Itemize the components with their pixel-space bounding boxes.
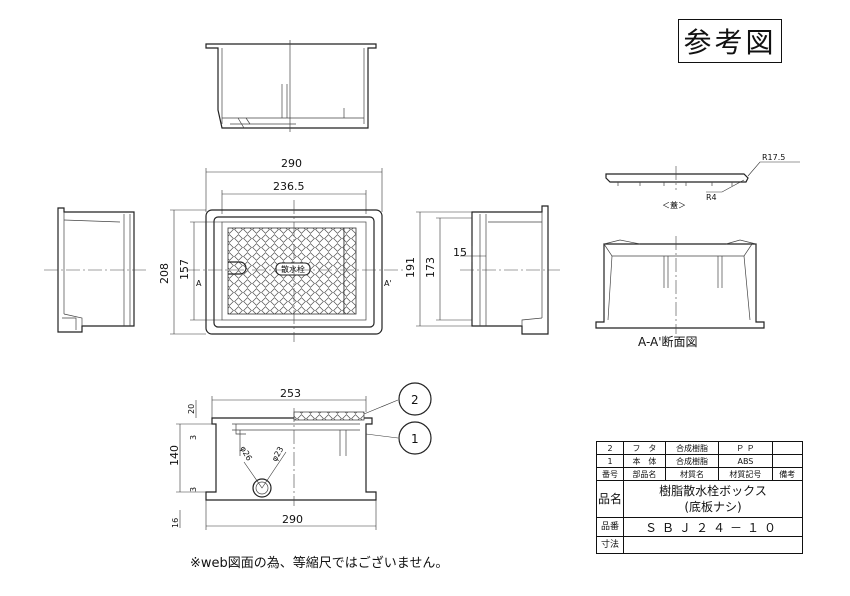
dim-front-step: 3 <box>189 435 198 440</box>
lid-section-view: R17.5 R4 ＜蓋＞ <box>605 153 800 210</box>
dim-overall-height: 208 <box>158 263 171 284</box>
header-no: 番号 <box>595 467 625 481</box>
front-view: 253 φ26 φ23 20 140 3 3 16 290 <box>168 382 432 530</box>
product-code: ＳＢＪ２４－１０ <box>623 517 803 537</box>
parts-row-1: 1 本 体 合成樹脂 ABS <box>595 454 804 468</box>
part-name: 本 体 <box>623 454 666 468</box>
header-material: 材質名 <box>664 467 720 481</box>
dim-radius-large: R17.5 <box>762 153 785 162</box>
part-material: 合成樹脂 <box>664 441 720 455</box>
header-remarks: 備考 <box>771 467 804 481</box>
section-mark-a: A <box>196 279 202 288</box>
callout-1: 1 <box>411 432 419 446</box>
header-code: 材質記号 <box>718 467 773 481</box>
product-name-cell: 樹脂散水栓ボックス (底板ナシ) <box>623 480 803 518</box>
dim-hole-inner: φ23 <box>270 445 286 463</box>
part-material: 合成樹脂 <box>664 454 720 468</box>
part-no: 2 <box>595 441 625 455</box>
product-name-row: 品名 樹脂散水栓ボックス (底板ナシ) <box>595 480 803 518</box>
right-side-view: 191 173 15 <box>404 205 560 335</box>
dim-side-outer: 191 <box>404 257 417 278</box>
section-mark-a-prime: A' <box>384 279 392 288</box>
dim-side-offset: 15 <box>453 246 467 259</box>
part-remarks <box>771 441 804 455</box>
size-row: 寸法 <box>595 536 803 554</box>
dim-front-bottom: 16 <box>171 518 180 528</box>
plan-view: 290 236.5 散水栓 A A' 208 <box>158 157 404 342</box>
dim-front-top: 253 <box>280 387 301 400</box>
section-a-view: A-A'断面図 <box>595 236 765 349</box>
parts-row-2: 2 フ タ 合成樹脂 Ｐ Ｐ <box>595 441 804 455</box>
product-name-line1: 樹脂散水栓ボックス <box>659 484 767 498</box>
lid-badge-text: 散水栓 <box>281 264 305 274</box>
product-code-row: 品番 ＳＢＪ２４－１０ <box>595 517 803 537</box>
size-label: 寸法 <box>595 536 625 554</box>
parts-header-row: 番号 部品名 材質名 材質記号 備考 <box>595 467 804 481</box>
dim-hole-outer: φ26 <box>238 445 254 463</box>
part-remarks <box>771 454 804 468</box>
part-name: フ タ <box>623 441 666 455</box>
dim-front-lid: 20 <box>187 404 196 414</box>
product-name-label: 品名 <box>595 480 625 518</box>
part-code: Ｐ Ｐ <box>718 441 773 455</box>
part-code: ABS <box>718 454 773 468</box>
header-name: 部品名 <box>623 467 666 481</box>
reference-drawing-stamp: 参考図 <box>678 19 782 63</box>
disclaimer-note: ※web図面の為、等縮尺ではございません。 <box>190 556 449 571</box>
section-label: A-A'断面図 <box>638 334 698 349</box>
dim-inner-width: 236.5 <box>273 180 305 193</box>
size-value <box>623 536 803 554</box>
dim-overall-width: 290 <box>281 157 302 170</box>
dim-front-hole-offset: 3 <box>189 487 198 492</box>
product-code-label: 品番 <box>595 517 625 537</box>
dim-front-bottom-width: 290 <box>282 513 303 526</box>
dim-front-height: 140 <box>168 445 181 466</box>
dim-side-inner: 173 <box>424 257 437 278</box>
product-name-line2: (底板ナシ) <box>684 500 742 514</box>
part-no: 1 <box>595 454 625 468</box>
callout-2: 2 <box>411 393 419 407</box>
top-elevation-view <box>205 40 377 132</box>
lid-label: ＜蓋＞ <box>662 200 686 210</box>
title-block: 2 フ タ 合成樹脂 Ｐ Ｐ 1 本 体 合成樹脂 ABS 番号 部品名 材質名… <box>595 441 804 554</box>
left-side-view <box>44 207 148 333</box>
dim-radius-small: R4 <box>706 193 717 202</box>
dim-inner-height: 157 <box>178 259 191 280</box>
